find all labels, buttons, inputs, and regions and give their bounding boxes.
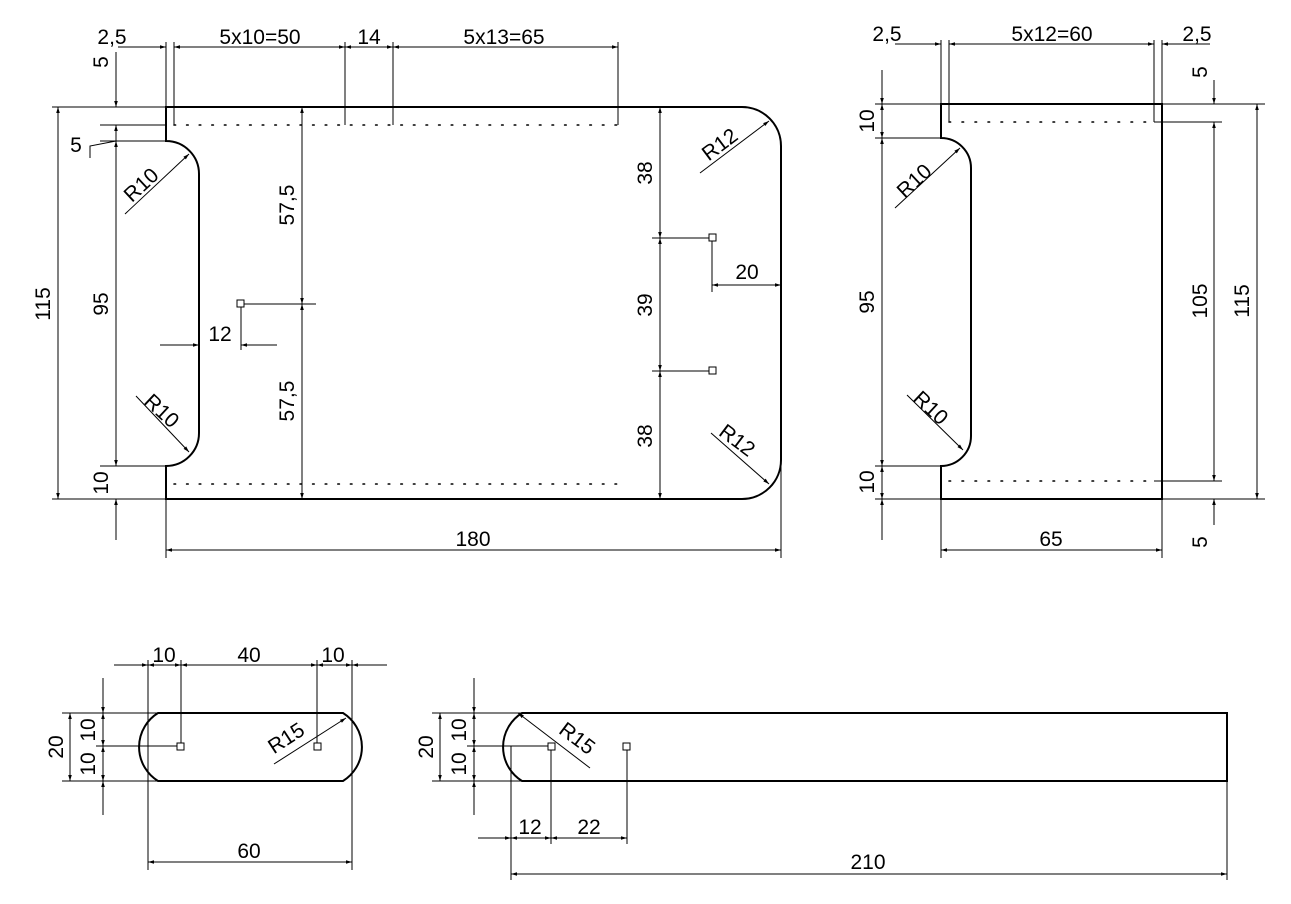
dim-label: 2,5 [1182,23,1211,46]
part-d-hole [622,742,631,751]
dim-label: 5 [1189,66,1212,78]
dim-label: 38 [634,161,657,184]
dim-label: 12 [518,816,541,839]
radius-label: R15 [264,718,309,758]
part-c-drawing: 10 40 10 20 10 10 R15 60 [45,644,387,870]
dim-label: 39 [634,293,657,316]
dim-label: 57,5 [276,381,299,422]
part-b-drawing: 2,5 5x12=60 2,5 5 105 115 5 10 95 10 R10… [856,23,1265,558]
dim-label: 10 [152,644,175,667]
dim-label: 65 [1039,528,1062,551]
dim-label: 10 [856,470,879,493]
dim-label: 5x12=60 [1011,23,1092,46]
dim-label: 115 [32,287,55,320]
part-d-hole [547,742,556,751]
part-c-outline [138,712,363,782]
dim-label: 22 [577,816,600,839]
part-d-dimension-lines [438,678,1227,876]
dim-label: 12 [208,323,231,346]
part-a-extension-lines [52,42,782,558]
part-b-outline [940,103,1163,500]
part-d-outline [502,712,1228,782]
part-a-hole [708,233,717,242]
dim-label: 5 [1189,536,1212,548]
dim-label: 10 [77,718,100,741]
dim-label: 10 [448,718,471,741]
part-a-drawing: 2,5 5x10=50 14 5x13=65 5 5 115 95 10 R10… [32,26,782,558]
radius-label: R15 [555,718,600,760]
dim-label: 5x13=65 [463,26,544,49]
dim-label: 5x10=50 [219,26,300,49]
part-d-drawing: 20 10 10 R15 12 22 210 [415,678,1228,880]
radius-label: R10 [893,160,937,203]
dim-label: 10 [90,471,113,494]
dim-label: 14 [357,26,381,49]
dim-label: 20 [415,735,438,758]
dim-label: 20 [735,261,758,284]
dim-label: 60 [237,840,260,863]
part-c-hole [313,742,322,751]
radius-label: R10 [140,390,184,433]
radius-label: R12 [698,124,743,166]
part-b-dotted-holes [948,121,1155,482]
dim-label: 5 [70,134,82,157]
part-d-extension-lines [432,712,1228,880]
dim-label: 95 [856,290,879,313]
dim-label: 10 [448,752,471,775]
dim-label: 20 [45,735,68,758]
dim-label: 95 [90,292,113,315]
part-c-dimension-lines [68,663,387,864]
part-c-extension-lines [62,660,353,870]
part-a-hole [236,299,245,308]
dim-label: 57,5 [276,185,299,226]
dim-label: 10 [856,109,879,132]
part-a-outline [165,106,782,500]
part-c-hole [176,742,185,751]
dim-label: 115 [1231,284,1254,317]
part-a-hole [708,366,717,375]
dim-label: 10 [321,644,344,667]
dim-label: 40 [237,644,260,667]
dim-label: 180 [455,528,490,551]
dim-label: 210 [850,851,885,874]
dim-label: 10 [77,752,100,775]
dim-label: 2,5 [872,23,901,46]
part-a-dimension-lines [56,45,781,552]
dim-label: 2,5 [97,26,126,49]
radius-label: R10 [120,164,164,207]
dim-label: 105 [1189,283,1212,318]
dim-label: 5 [90,56,113,68]
part-b-dimension-lines [880,42,1259,552]
radius-label: R10 [909,387,953,430]
dim-label: 38 [634,424,657,447]
